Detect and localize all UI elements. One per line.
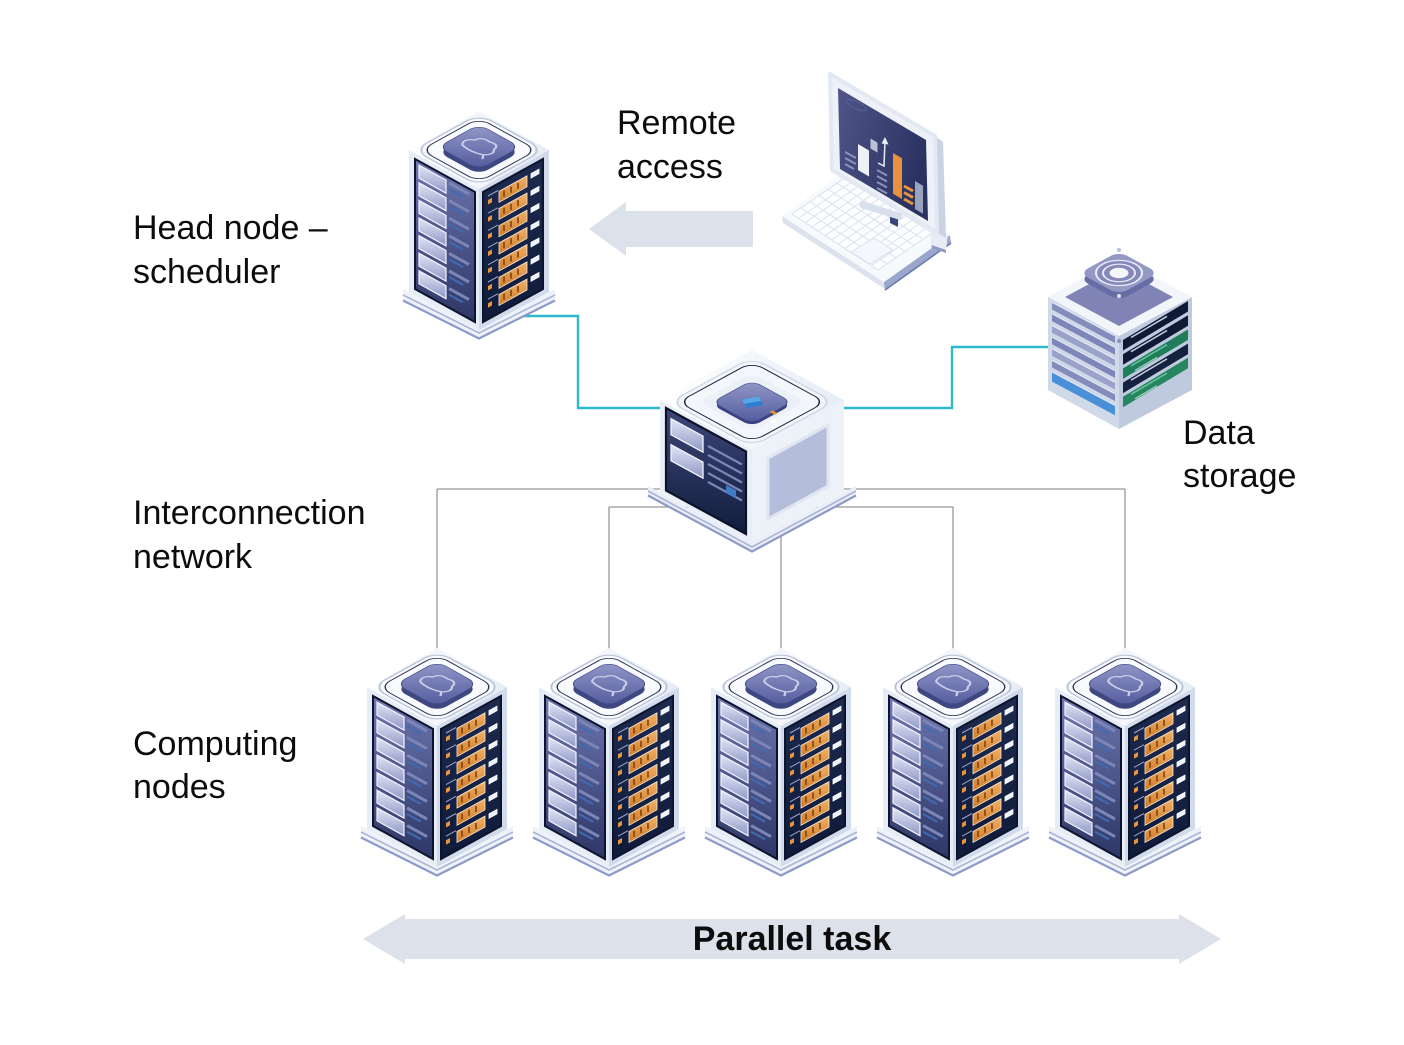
svg-text:network: network — [133, 538, 253, 576]
svg-text:Head node –: Head node – — [133, 209, 328, 247]
svg-text:access: access — [617, 148, 723, 186]
svg-text:Data: Data — [1183, 414, 1255, 452]
svg-text:Computing: Computing — [133, 725, 297, 763]
svg-text:scheduler: scheduler — [133, 253, 280, 291]
svg-text:Interconnection: Interconnection — [133, 494, 366, 532]
svg-text:Parallel task: Parallel task — [693, 920, 892, 958]
svg-text:nodes: nodes — [133, 768, 226, 806]
svg-text:storage: storage — [1183, 457, 1296, 495]
svg-text:Remote: Remote — [617, 104, 736, 142]
